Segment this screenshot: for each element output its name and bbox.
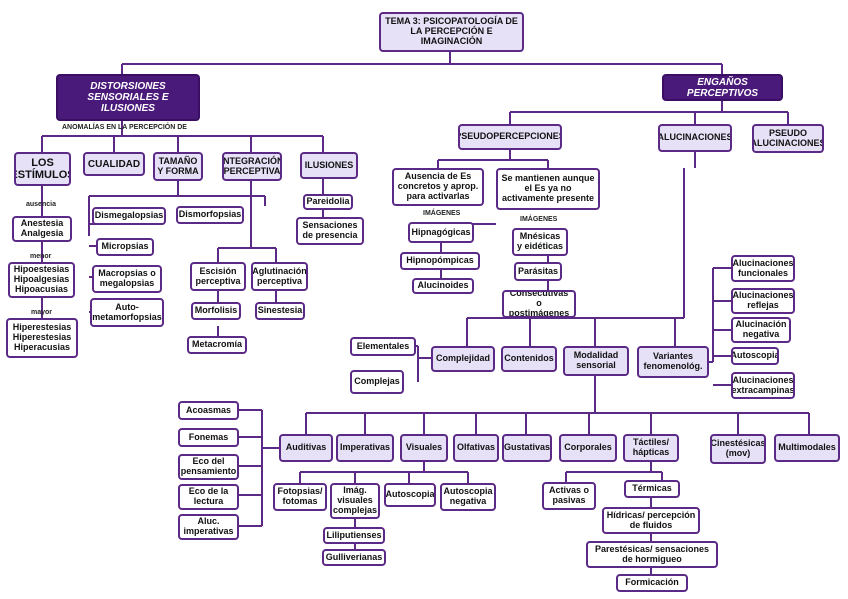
pareidolia-node: Pareidolia [303, 194, 353, 210]
tactiles-node: Táctiles/ hápticas [623, 434, 679, 462]
imagenes-label-2: IMÁGENES [520, 216, 558, 223]
macropsias-node: Macropsias o megalopsias [92, 265, 162, 293]
complejidad-node: Complejidad [431, 346, 495, 372]
activas-node: Activas o pasivas [542, 482, 596, 510]
gustativas-node: Gustativas [502, 434, 552, 462]
termicas-node: Térmicas [624, 480, 680, 498]
funcionales-node: Alucinaciones funcionales [731, 255, 795, 282]
variantes-node: Variantes fenomenológ. [637, 346, 709, 378]
hipnopompicas-node: Hipnopómpicas [400, 252, 480, 270]
tamano-node: TAMAÑO Y FORMA [153, 152, 203, 181]
auditivas-node: Auditivas [279, 434, 333, 462]
autoscopia-negativa-node: Autoscopia negativa [440, 483, 496, 511]
sinestesia-node: Sinestesia [255, 302, 305, 320]
imperativas-node: Imperativas [336, 434, 394, 462]
metacromia-node: Metacromía [187, 336, 247, 354]
aglutinacion-node: Aglutinación perceptiva [251, 262, 308, 291]
visuales-node: Visuales [400, 434, 448, 462]
multimodales-node: Multimodales [774, 434, 840, 462]
corporales-node: Corporales [559, 434, 617, 462]
auto-metamorfopsias-node: Auto-metamorfopsias [90, 298, 164, 327]
aluc-imperativas-node: Aluc. imperativas [178, 514, 239, 540]
modalidad-node: Modalidad sensorial [563, 346, 629, 376]
imagenes-label-1: IMÁGENES [423, 210, 461, 217]
acoasmas-node: Acoasmas [178, 401, 239, 420]
eco-lectura-node: Eco de la lectura [178, 484, 239, 510]
fonemas-node: Fonemas [178, 428, 239, 447]
extracampinas-node: Alucinaciones extracampinas [731, 372, 795, 399]
fotopsias-node: Fotopsias/ fotomas [273, 483, 327, 511]
cualidad-node: CUALIDAD [83, 152, 145, 176]
anomalias-label: ANOMALÍAS EN LA PERCEPCIÓN DE [62, 124, 187, 131]
negativa-node: Alucinación negativa [731, 317, 791, 343]
eco-pensamiento-node: Eco del pensamiento [178, 454, 239, 480]
imag-visuales-node: Imág. visuales complejas [330, 483, 380, 519]
estimulos-node: LOS ESTÍMULOS [14, 152, 71, 186]
sensaciones-node: Sensaciones de presencia [296, 217, 364, 245]
dismegalopsias-node: Dismegalopsias [92, 207, 166, 225]
micropsias-node: Micropsias [96, 238, 154, 256]
pseudo-alucinaciones-node: PSEUDO ALUCINACIONES [752, 124, 824, 153]
integracion-node: INTEGRACIÓN PERCEPTIVA [222, 152, 282, 181]
olfativas-node: Olfativas [453, 434, 499, 462]
anestesia-node: Anestesia Analgesia [12, 216, 72, 242]
cinestesicas-node: Cinestésicas (mov) [710, 434, 766, 464]
root-enganos: ENGAÑOS PERCEPTIVOS [662, 74, 783, 101]
hidricas-node: Hídricas/ percepción de fluidos [602, 507, 700, 534]
autoscopia-variante-node: Autoscopia [731, 347, 779, 365]
hipoestesias-node: Hipoestesias Hipoalgesias Hipoacusias [8, 262, 75, 298]
ausencia-label: ausencia [26, 201, 56, 208]
menor-label: menor [30, 253, 52, 260]
diagram-title: TEMA 3: PSICOPATOLOGÍA DE LA PERCEPCIÓN … [379, 12, 524, 52]
ausencia-es-node: Ausencia de Es concretos y aprop. para a… [392, 168, 484, 206]
contenidos-node: Contenidos [501, 346, 557, 372]
alucinaciones-node: ALUCINACIONES [658, 124, 732, 152]
hipnagogicas-node: Hipnagógicas [408, 222, 474, 243]
reflejas-node: Alucinaciones reflejas [731, 288, 795, 314]
mayor-label: mayor [31, 309, 53, 316]
autoscopia-visual-node: Autoscopia [384, 483, 436, 507]
se-mantienen-node: Se mantienen aunque el Es ya no activame… [496, 168, 600, 210]
escision-node: Escisión perceptiva [190, 262, 246, 291]
dismorfopsias-node: Dismorfopsias [176, 206, 244, 224]
parasitas-node: Parásitas [514, 262, 562, 281]
root-distorsiones: DISTORSIONES SENSORIALES E ILUSIONES [56, 74, 200, 121]
elementales-node: Elementales [350, 337, 416, 356]
mnesicas-node: Mnésicas y eidéticas [512, 228, 568, 256]
gulliverianas-node: Gulliverianas [322, 549, 386, 566]
liliputienses-node: Liliputienses [323, 527, 385, 544]
parestesicas-node: Parestésicas/ sensaciones de hormigueo [586, 541, 718, 568]
complejas-node: Complejas [350, 370, 404, 394]
hiperestesias-node: Hiperestesias Hiperestesias Hiperacusias [6, 318, 78, 358]
morfolisis-node: Morfolisis [191, 302, 241, 320]
ilusiones-node: ILUSIONES [300, 152, 358, 179]
consecutivas-node: Consecutivas o postimágenes [502, 290, 576, 318]
pseudopercepciones-node: PSEUDOPERCEPCIONES [458, 124, 562, 150]
alucinoides-node: Alucinoides [412, 278, 474, 294]
formicacion-node: Formicación [616, 574, 688, 592]
